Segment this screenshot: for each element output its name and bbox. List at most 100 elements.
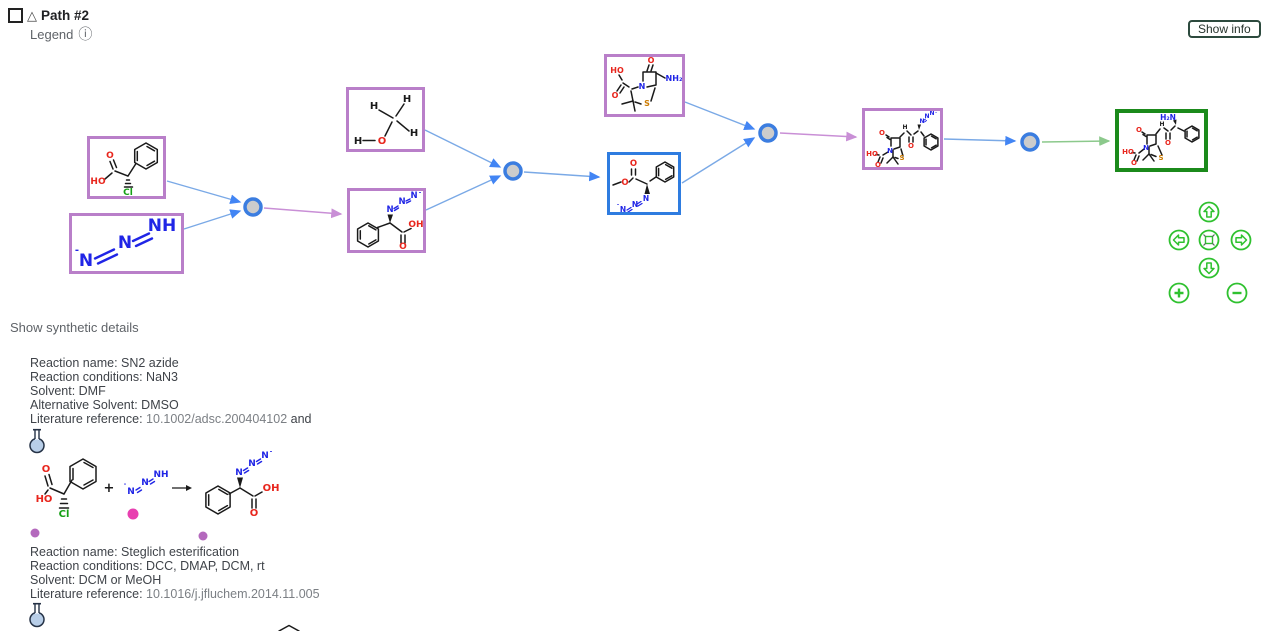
molecule-box-6-APA[interactable]: O NH₂ N HO O S	[604, 54, 685, 117]
svg-text:H: H	[1159, 121, 1164, 128]
reaction-arrow	[172, 485, 192, 491]
molecule-box-methanol[interactable]: H H H H O	[346, 87, 425, 152]
pan-right-button[interactable]	[1230, 229, 1252, 251]
molecule-structure: O N HO O S H O N N N -	[866, 111, 939, 167]
svg-text:H: H	[403, 94, 411, 105]
svg-text:-: -	[124, 481, 127, 488]
svg-text:N: N	[398, 197, 405, 207]
azide-bonds	[393, 198, 412, 212]
molecule-structure: O HO Cl	[90, 142, 159, 196]
svg-text:N: N	[386, 205, 393, 215]
svg-text:NH: NH	[148, 216, 176, 236]
reference-flask-icon[interactable]	[28, 602, 46, 628]
pan-up-button[interactable]	[1198, 201, 1220, 223]
legend-label: Legend	[30, 26, 74, 42]
svg-text:O: O	[1131, 159, 1137, 167]
svg-text:NH: NH	[153, 470, 168, 480]
svg-text:N: N	[141, 478, 149, 488]
svg-text:H: H	[370, 101, 378, 112]
path-checkbox[interactable]	[8, 8, 23, 23]
reaction-details-1: Reaction name: SN2 azide Reaction condit…	[30, 356, 312, 426]
partial-molecule-bottom	[278, 624, 300, 631]
svg-text:HO: HO	[610, 66, 624, 75]
doi-link[interactable]: 10.1002/adsc.200404102	[146, 412, 288, 426]
pan-left-button[interactable]	[1168, 229, 1190, 251]
availability-dot-purple	[198, 531, 208, 541]
pan-down-button[interactable]	[1198, 257, 1220, 279]
molecule-structure: H H H H O	[354, 94, 418, 147]
svg-text:O: O	[106, 151, 114, 161]
molecule-box-azido-penicillin[interactable]: O N HO O S H O N N N -	[862, 108, 943, 170]
svg-text:HO: HO	[1122, 148, 1134, 156]
svg-text:S: S	[1158, 154, 1163, 162]
reaction-alt-solvent: Alternative Solvent: DMSO	[30, 398, 179, 412]
show-info-button[interactable]: Show info	[1188, 20, 1261, 38]
show-synthetic-details-toggle[interactable]: Show synthetic details	[10, 320, 139, 335]
bonds	[104, 142, 159, 188]
svg-text:HO: HO	[866, 150, 878, 158]
fit-corner-ticks	[1203, 234, 1215, 246]
zoom-out-button[interactable]	[1226, 282, 1248, 304]
edges	[166, 101, 1111, 230]
azide-bonds	[626, 200, 643, 212]
svg-text:-: -	[935, 111, 937, 116]
reaction-node-3[interactable]	[758, 123, 778, 143]
svg-text:N: N	[248, 459, 256, 469]
svg-text:N: N	[632, 200, 638, 209]
molecule-structure: O O N N N -	[612, 159, 675, 212]
reaction-details-2: Reaction name: Steglich esterification R…	[30, 545, 320, 601]
svg-text:N: N	[127, 487, 135, 497]
svg-text:O: O	[879, 129, 885, 137]
doi-link[interactable]: 10.1016/j.jfluchem.2014.11.005	[146, 587, 320, 601]
svg-text:N: N	[79, 251, 93, 271]
svg-text:O: O	[378, 136, 387, 147]
zoom-in-button[interactable]	[1168, 282, 1190, 304]
reaction-node-2[interactable]	[503, 161, 523, 181]
scheme-molecule-chloro-acid: O HO Cl	[36, 458, 97, 520]
molecule-box-chloro-phenylacetic-acid[interactable]: O HO Cl	[87, 136, 166, 199]
molecule-box-hydrazoic-acid[interactable]: N - N NH	[69, 213, 184, 274]
triangle-icon: △	[27, 8, 37, 23]
molecule-structure: N - N NH	[75, 216, 176, 271]
reaction-name: Reaction name: Steglich esterification	[30, 545, 240, 559]
svg-text:N: N	[118, 233, 132, 253]
literature-label: Literature reference:	[30, 587, 147, 601]
literature-reference-line: Literature reference: 10.1016/j.jfluchem…	[30, 587, 320, 601]
svg-text:O: O	[612, 91, 619, 100]
fit-view-button[interactable]	[1198, 229, 1220, 251]
reaction-node-4[interactable]	[1020, 132, 1040, 152]
scheme-molecule-hydrazoic-acid: N - N NH	[124, 470, 169, 497]
info-icon[interactable]: ⓘ	[78, 26, 93, 42]
svg-text:N: N	[261, 451, 269, 461]
svg-text:OH: OH	[408, 220, 423, 230]
svg-text:-: -	[75, 245, 79, 256]
svg-text:OH: OH	[263, 483, 280, 494]
svg-text:N: N	[919, 118, 924, 125]
path-header: △ Path #2	[8, 8, 89, 23]
synthesis-graph-edges	[166, 101, 1111, 230]
svg-text:Cl: Cl	[123, 188, 133, 196]
svg-text:NH₂: NH₂	[666, 74, 682, 83]
molecule-box-azido-phenylacetic-acid[interactable]: N N N - OH O	[347, 188, 426, 253]
reaction-solvent: Solvent: DCM or MeOH	[30, 573, 162, 587]
azide-bonds	[923, 118, 927, 123]
svg-text:O: O	[250, 508, 259, 519]
svg-text:N: N	[1143, 144, 1149, 152]
bonds	[93, 232, 154, 265]
reference-flask-icon[interactable]	[28, 428, 46, 454]
molecule-box-ampicillin-target[interactable]: O N HO O S H O H₂N	[1115, 109, 1208, 172]
graph-navigation-controls	[1168, 201, 1252, 304]
svg-text:O: O	[42, 464, 51, 475]
bonds	[362, 103, 410, 142]
svg-text:H: H	[410, 128, 418, 139]
reaction-node-1[interactable]	[243, 197, 263, 217]
molecule-structure: O N HO O S H O H₂N	[1122, 113, 1200, 167]
svg-text:S: S	[644, 99, 650, 108]
svg-text:O: O	[908, 142, 914, 150]
svg-text:O: O	[621, 178, 628, 188]
scheme-molecule-azido-acid: N N N - OH O	[205, 450, 280, 519]
molecule-box-methyl-azido-phenylacetate[interactable]: O O N N N -	[607, 152, 681, 215]
reaction-name: Reaction name: SN2 azide	[30, 356, 179, 370]
svg-text:N: N	[643, 194, 649, 203]
bonds	[356, 222, 412, 248]
